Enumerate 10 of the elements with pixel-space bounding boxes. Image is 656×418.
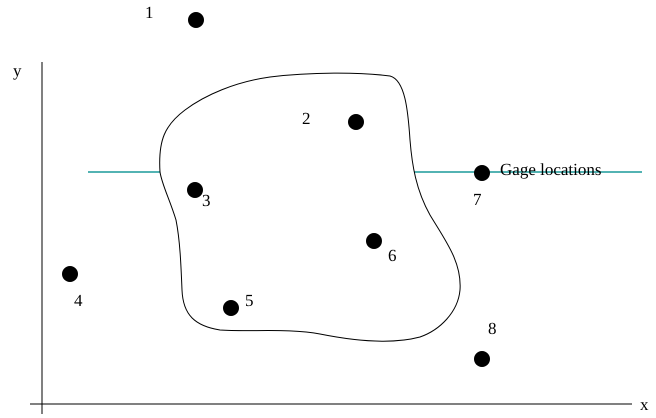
point-number: 3 — [202, 192, 210, 210]
point-number: 1 — [145, 4, 154, 22]
point-number: 8 — [488, 320, 496, 338]
point-number: 2 — [302, 110, 310, 128]
axis-label: x — [640, 396, 648, 414]
axis-label: y — [13, 62, 22, 80]
point-number: 5 — [245, 292, 254, 310]
point-number: 6 — [388, 247, 396, 265]
point-number: 7 — [473, 191, 482, 209]
point-number: 4 — [74, 292, 82, 310]
